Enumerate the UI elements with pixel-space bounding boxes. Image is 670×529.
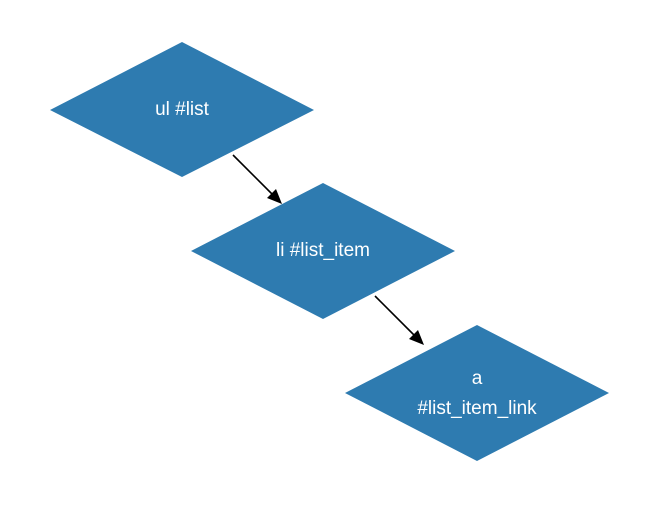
node-label: ul #list xyxy=(155,99,210,120)
diamond-shape xyxy=(345,325,609,461)
arrowhead-icon xyxy=(409,330,424,345)
edge-ul-to-li xyxy=(232,154,282,204)
node-label-line-2: #list_item_link xyxy=(417,398,537,419)
node-a-list-item-link: a #list_item_link xyxy=(345,325,609,461)
node-label-line-1: a xyxy=(472,368,483,389)
edge-line xyxy=(232,154,275,197)
node-label: li #list_item xyxy=(276,240,370,261)
edge-line xyxy=(374,295,417,338)
node-ul-list: ul #list xyxy=(50,42,314,177)
diamond-shape xyxy=(50,42,314,177)
diamond-shape xyxy=(191,183,455,319)
arrowhead-icon xyxy=(267,189,282,204)
node-li-list-item: li #list_item xyxy=(191,183,455,319)
edge-li-to-a xyxy=(374,295,424,345)
